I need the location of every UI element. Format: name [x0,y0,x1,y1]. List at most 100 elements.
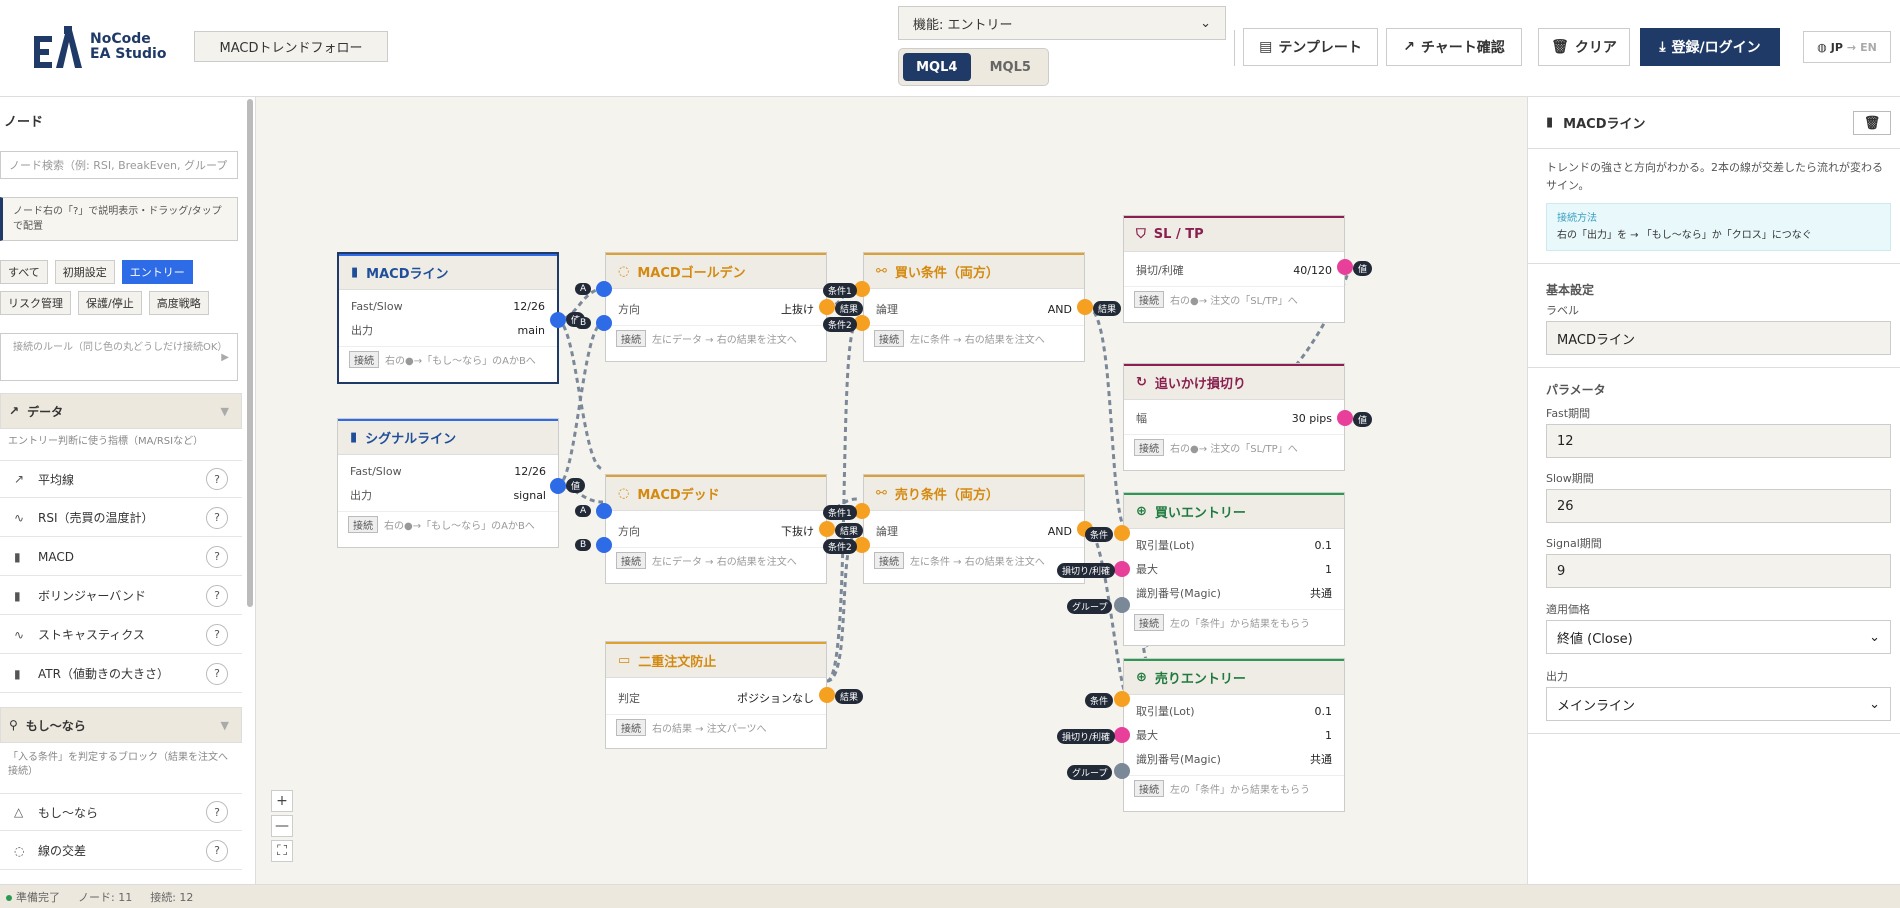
help-icon[interactable]: ? [206,584,228,607]
node-search-input[interactable]: ノード検索（例: RSI, BreakEven, グループ [0,151,238,179]
strategy-name-field[interactable]: MACDトレンドフォロー [194,31,388,62]
node-macd-dead[interactable]: ◌MACDデッド 方向下抜け 接続左にデータ → 右の結果を注文へ [605,474,827,584]
function-select[interactable]: 機能: エントリー ⌄ [898,6,1226,40]
port-macd-out[interactable] [550,312,566,328]
chip-risk[interactable]: リスク管理 [0,291,71,315]
fast-period-input[interactable]: 12 [1546,424,1891,458]
branch-icon: ⚲ [9,718,18,732]
delete-node-button[interactable]: 🗑 [1853,111,1891,135]
node-double-order-guard[interactable]: ▭二重注文防止 判定ポジションなし 接続右の結果 → 注文パーツへ [605,641,827,749]
port-label: 損切り/利確 [1057,729,1116,744]
link-icon: ⚯ [876,264,887,279]
row-key: 識別番号(Magic) [1136,753,1221,766]
slow-period-input[interactable]: 26 [1546,489,1891,523]
label-input[interactable]: MACDライン [1546,321,1891,355]
chart-check-button[interactable]: ↗ チャート確認 [1386,28,1522,66]
palette-item-bollinger[interactable]: ▮ ボリンジャーバンド ? [0,577,242,615]
port-buy-entry-group[interactable] [1114,597,1130,613]
help-icon[interactable]: ? [206,839,228,862]
port-buy-out[interactable] [1077,299,1093,315]
login-button[interactable]: ⤓ 登録/ログイン [1640,28,1780,66]
port-dead-out[interactable] [819,521,835,537]
connect-tag: 接続 [874,330,904,347]
port-buy-entry-cond[interactable] [1114,525,1130,541]
chip-initial[interactable]: 初期設定 [54,260,115,284]
zoom-out-button[interactable]: — [271,815,293,837]
port-sell-entry-sltp[interactable] [1114,727,1130,743]
port-signal-out[interactable] [550,478,566,494]
chip-protect[interactable]: 保護/停止 [78,291,142,315]
zoom-in-button[interactable]: + [271,790,293,812]
palette-item-ma[interactable]: ↗ 平均線 ? [0,460,242,498]
row-value: 共通 [1310,753,1332,766]
help-icon[interactable]: ? [206,468,228,490]
port-buy-entry-sltp[interactable] [1114,561,1130,577]
port-sell-cond2[interactable] [854,537,870,553]
palette-scrollbar[interactable] [247,99,253,607]
palette-item-stochastic[interactable]: ∿ ストキャスティクス ? [0,616,242,654]
palette-item-macd[interactable]: ▮ MACD ? [0,538,242,576]
applied-price-select[interactable]: 終値 (Close) ⌄ [1546,620,1891,654]
trend-icon: ↗ [9,404,20,418]
node-hint: 左の「条件」から結果をもらう [1170,785,1310,796]
port-sltp-out[interactable] [1337,259,1353,275]
chip-all[interactable]: すべて [0,260,48,284]
category-if[interactable]: ⚲ もし〜なら ▼ [0,707,242,743]
port-sell-entry-group[interactable] [1114,763,1130,779]
port-dead-b[interactable] [596,537,612,553]
node-macd-golden[interactable]: ◌MACDゴールデン 方向上抜け 接続左にデータ → 右の結果を注文へ [605,252,827,362]
language-toggle[interactable]: ◍ JP → EN [1803,31,1891,63]
status-ready: 準備完了 [6,889,60,905]
palette-help: ノード右の「?」で説明表示・ドラッグ/タップで配置 [0,197,238,241]
chip-entry[interactable]: エントリー [121,260,193,284]
port-golden-a[interactable] [596,281,612,297]
port-dead-a[interactable] [596,503,612,519]
clear-button[interactable]: 🗑 クリア [1538,28,1630,66]
signal-period-input[interactable]: 9 [1546,554,1891,588]
row-value: 12/26 [514,464,546,478]
port-buy-cond1[interactable] [854,281,870,297]
palette-item-rsi[interactable]: ∿ RSI（売買の温度計） ? [0,499,242,537]
app-logo[interactable]: NoCode EA Studio [34,26,166,68]
mql5-button[interactable]: MQL5 [989,59,1031,75]
connect-tag: 接続 [616,719,646,736]
port-sell-entry-cond[interactable] [1114,691,1130,707]
palette-item-if[interactable]: △ もし〜なら ? [0,793,242,831]
node-row: 方向上抜け [606,297,826,321]
chip-advanced[interactable]: 高度戦略 [148,291,209,315]
help-icon[interactable]: ? [206,662,228,685]
template-button[interactable]: ▤ テンプレート [1243,28,1378,66]
output-select[interactable]: メインライン ⌄ [1546,687,1891,721]
help-icon[interactable]: ? [206,623,228,646]
port-label: 条件1 [823,505,857,520]
help-icon[interactable]: ? [206,506,228,529]
header-divider [1234,30,1235,66]
port-golden-b[interactable] [596,315,612,331]
connection-rule[interactable]: 接続のルール（同じ色の丸どうしだけ接続OK） ▶ [0,333,238,381]
port-trail-out[interactable] [1337,410,1353,426]
palette-item-cross[interactable]: ◌ 線の交差 ? [0,832,242,870]
port-sell-cond1[interactable] [854,503,870,519]
help-icon[interactable]: ? [206,545,228,568]
mql4-button[interactable]: MQL4 [903,53,971,81]
template-button-label: テンプレート [1278,40,1362,56]
port-double-out[interactable] [819,687,835,703]
category-data[interactable]: ↗ データ ▼ [0,393,242,429]
port-buy-cond2[interactable] [854,315,870,331]
port-label: 損切り/利確 [1057,563,1116,578]
palette-item-atr[interactable]: ▮ ATR（値動きの大きさ） ? [0,655,242,693]
help-icon[interactable]: ? [206,801,228,823]
port-golden-out[interactable] [819,299,835,315]
row-key: 取引量(Lot) [1136,705,1195,718]
fit-view-button[interactable]: ⛶ [271,840,293,862]
status-edge-count: 接続: 12 [150,890,194,904]
